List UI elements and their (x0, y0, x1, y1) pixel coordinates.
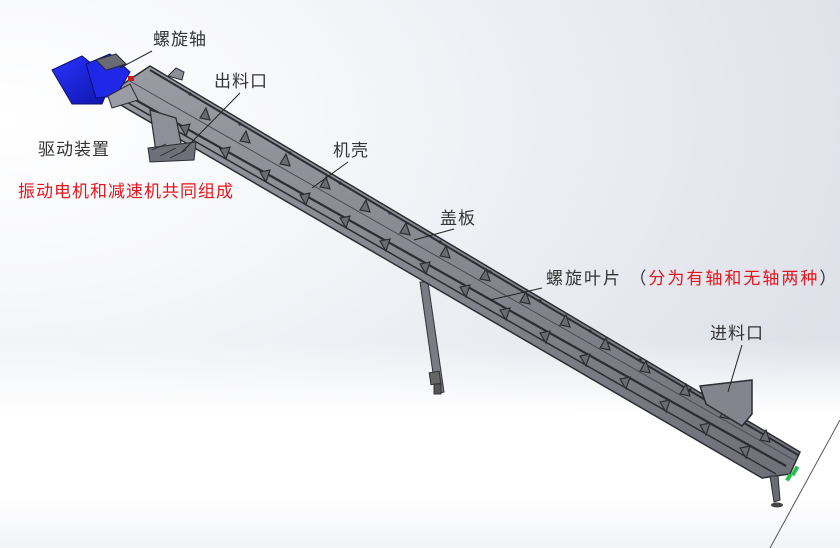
outlet-chute (147, 67, 197, 163)
label-screw-blade-note: 分为有轴和无轴两种 (648, 269, 820, 289)
background-fade (0, 340, 840, 548)
paren-open: （ (629, 269, 649, 289)
drive-unit (51, 53, 139, 109)
support-leg (419, 281, 445, 395)
label-screw-blade: 螺旋叶片 (546, 269, 622, 289)
label-screw-blade-group: 螺旋叶片 （分为有轴和无轴两种） (546, 269, 838, 289)
label-casing: 机壳 (333, 141, 369, 161)
label-screw-shaft: 螺旋轴 (153, 30, 207, 50)
tail-support (769, 465, 800, 508)
label-cover-plate: 盖板 (440, 209, 476, 229)
label-drive-note: 振动电机和减速机共同组成 (18, 182, 234, 202)
inlet-hopper (698, 379, 753, 427)
label-outlet: 出料口 (214, 72, 268, 92)
ground-line (769, 419, 840, 548)
paren-close: ） (819, 269, 839, 289)
label-drive-unit: 驱动装置 (38, 140, 110, 160)
callout-lines (119, 50, 743, 393)
label-inlet: 进料口 (710, 324, 764, 344)
